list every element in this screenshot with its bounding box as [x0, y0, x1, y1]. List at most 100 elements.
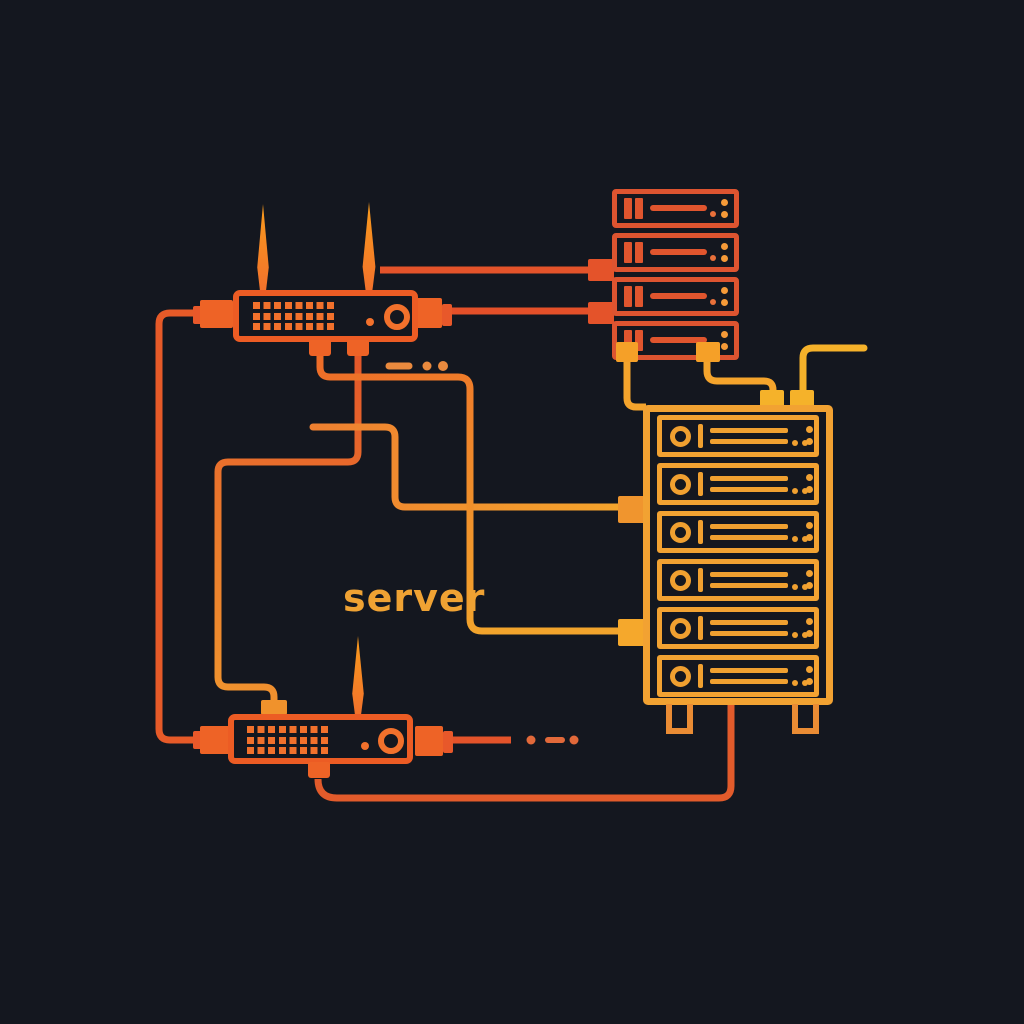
top-ellipsis-icon — [385, 361, 448, 371]
slot-line-icon — [650, 337, 707, 343]
cable-left-vertical — [155, 309, 204, 744]
drive-bar-icon — [635, 330, 643, 351]
stack-left-plug — [588, 302, 614, 324]
stack-units — [612, 189, 739, 360]
plug-ridge-left — [193, 731, 203, 749]
right-plug — [415, 726, 443, 756]
bottom-port — [347, 340, 369, 356]
slot-line-icon — [710, 572, 788, 577]
cable-stack-to-rack-plug — [703, 357, 777, 396]
rack-server-unit — [657, 559, 819, 601]
led-dot-icon — [792, 488, 798, 494]
rack-left-connector — [618, 496, 645, 523]
led-dot-icon — [802, 488, 808, 494]
keypad-row — [253, 323, 334, 330]
led-dot-icon — [710, 255, 716, 261]
rack-server-unit — [657, 463, 819, 505]
bottom-ellipsis-icon — [526, 735, 579, 745]
cable-bottom-link — [314, 702, 735, 802]
stack-server-unit — [612, 321, 739, 360]
led-dot-icon — [792, 680, 798, 686]
slot-line-icon — [710, 631, 788, 636]
slot-line-icon — [710, 439, 788, 444]
plug-ridge-right — [443, 731, 453, 753]
cable-routers-link — [214, 352, 362, 703]
cable-mid-to-rack-upper — [309, 423, 622, 511]
right-plug — [416, 298, 442, 328]
rack-top-plug — [790, 390, 814, 408]
divider-bar-icon — [698, 472, 703, 496]
slot-line-icon — [710, 428, 788, 433]
led-dot-icon — [721, 299, 728, 306]
led-dot-icon — [721, 255, 728, 262]
cable-port-to-rack-lower — [316, 352, 618, 635]
led-dot-icon — [721, 199, 728, 206]
antenna-icon — [257, 204, 269, 292]
slot-line-icon — [710, 487, 788, 492]
keypad — [247, 726, 328, 754]
rack-foot — [666, 704, 693, 734]
drive-bar-icon — [624, 286, 632, 307]
plug-ridge-right — [442, 304, 452, 326]
divider-bar-icon — [698, 616, 703, 640]
divider-bar-icon — [698, 520, 703, 544]
stack-bottom-plug — [616, 342, 638, 362]
led-dot-icon — [806, 582, 813, 589]
status-dot-icon — [366, 318, 374, 326]
power-ring-icon — [384, 304, 410, 330]
rack-foot — [792, 704, 819, 734]
led-dot-icon — [806, 438, 813, 445]
power-ring-icon — [670, 570, 691, 591]
slot-line-icon — [710, 620, 788, 625]
top-port — [261, 700, 287, 716]
router-body — [228, 714, 413, 764]
keypad-row — [253, 302, 334, 309]
rack-left-connector — [618, 619, 645, 646]
rack-server-unit — [657, 655, 819, 697]
stack-left-plug — [588, 259, 614, 281]
led-dot-icon — [802, 584, 808, 590]
drive-bar-icon — [635, 198, 643, 219]
led-dot-icon — [792, 584, 798, 590]
slot-line-icon — [650, 249, 707, 255]
led-dot-icon — [802, 680, 808, 686]
stack-server-unit — [612, 233, 739, 272]
power-ring-icon — [670, 426, 691, 447]
router-body — [233, 290, 418, 342]
led-dot-icon — [806, 474, 813, 481]
led-dot-icon — [802, 536, 808, 542]
drive-bar-icon — [635, 286, 643, 307]
rack-top-plug — [760, 390, 784, 408]
cable-stack-to-rack-corner — [623, 356, 646, 411]
power-ring-icon — [670, 618, 691, 639]
cable-rack-top-right — [799, 344, 868, 398]
drive-bar-icon — [624, 330, 632, 351]
rack-server-unit — [657, 415, 819, 457]
divider-bar-icon — [698, 424, 703, 448]
led-dot-icon — [802, 440, 808, 446]
led-dot-icon — [792, 632, 798, 638]
slot-line-icon — [710, 535, 788, 540]
drive-bar-icon — [624, 198, 632, 219]
rack-server-unit — [657, 607, 819, 649]
led-dot-icon — [806, 618, 813, 625]
stack-bottom-plug — [696, 342, 720, 362]
led-dot-icon — [792, 440, 798, 446]
led-dot-icon — [721, 343, 728, 350]
keypad-row — [247, 736, 328, 744]
led-dot-icon — [806, 426, 813, 433]
divider-bar-icon — [698, 664, 703, 688]
led-dot-icon — [806, 678, 813, 685]
power-ring-icon — [670, 666, 691, 687]
left-plug — [200, 300, 233, 328]
slot-line-icon — [710, 679, 788, 684]
bottom-port — [309, 340, 331, 356]
led-dot-icon — [806, 486, 813, 493]
slot-line-icon — [650, 293, 707, 299]
led-dot-icon — [806, 570, 813, 577]
led-dot-icon — [806, 534, 813, 541]
led-dot-icon — [721, 211, 728, 218]
slot-line-icon — [650, 205, 707, 211]
